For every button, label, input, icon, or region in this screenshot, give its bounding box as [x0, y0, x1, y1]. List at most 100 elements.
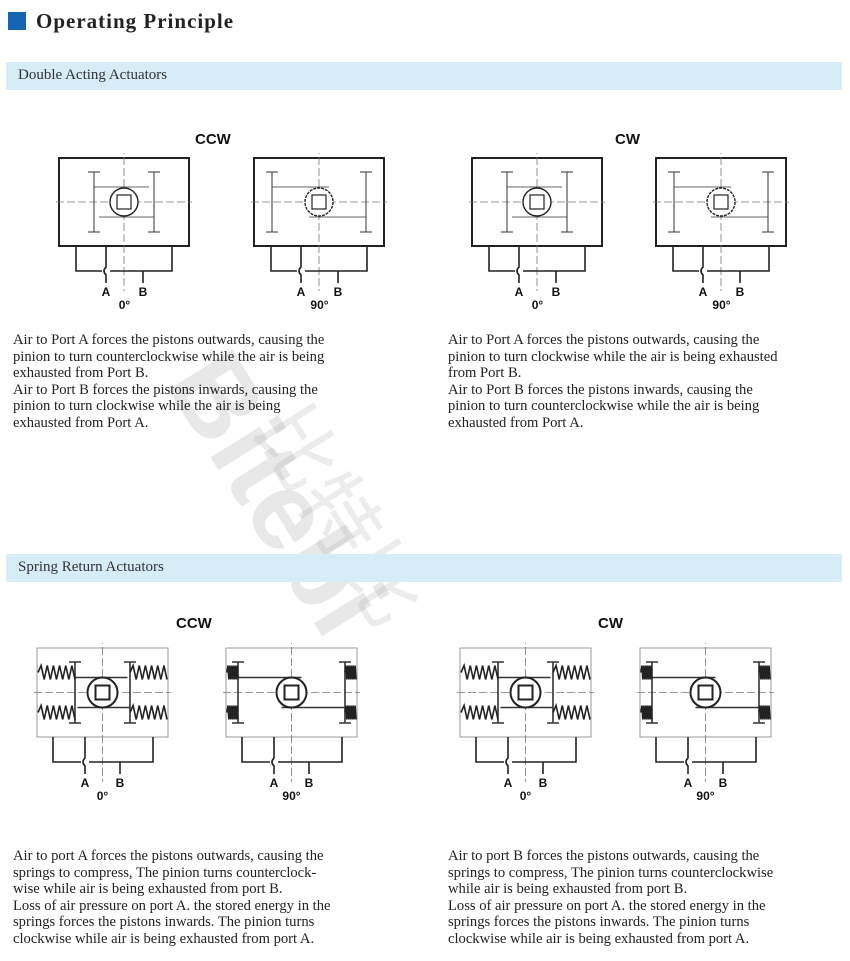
port-b-label: B [139, 285, 148, 299]
piston [88, 171, 100, 233]
port-a-line [516, 246, 520, 283]
spring [129, 662, 168, 680]
text-line: wise while air is being exhausted from p… [13, 881, 283, 898]
pinion-shaft [116, 194, 132, 210]
pinion-shaft [697, 684, 714, 701]
port-b-line [672, 246, 770, 272]
piston [148, 171, 160, 233]
piston [561, 171, 573, 233]
spring [226, 665, 239, 680]
piston [69, 661, 81, 724]
angle-label: 90° [712, 298, 730, 312]
text-line: Air to Port A forces the pistons outward… [448, 332, 760, 348]
piston [762, 171, 774, 233]
angle-label: 90° [696, 789, 714, 803]
port-a-label: A [699, 285, 708, 299]
spring [758, 665, 771, 680]
port-b-label: B [552, 285, 561, 299]
section-heading: Double Acting Actuators [18, 67, 168, 83]
text-line: Loss of air pressure on port A. the stor… [448, 897, 766, 914]
diagram-double-ccw-0: A B 0° [56, 153, 192, 312]
spring [640, 665, 653, 680]
pinion [275, 676, 308, 709]
text-line: Air to Port A forces the pistons outward… [13, 332, 325, 348]
text-line: Air to port A forces the pistons outward… [13, 848, 324, 864]
pinion [109, 187, 139, 217]
port-b-line [270, 246, 368, 272]
double-ccw-description: Air to Port A forces the pistons outward… [13, 332, 324, 432]
port-a-line [685, 737, 689, 774]
port-b-line [52, 737, 154, 763]
ccw-label: CCW [195, 131, 231, 148]
port-b-label: B [539, 776, 548, 790]
text-line: springs forces the pistons inwards. The … [13, 914, 315, 931]
pinion-shaft [311, 194, 327, 210]
port-a-label: A [297, 285, 306, 299]
text-line: exhausted from Port A. [13, 414, 149, 431]
section-header-double-acting: Double Acting Actuators [6, 62, 842, 90]
piston [492, 661, 504, 724]
port-a-line [271, 737, 275, 774]
page-title: Operating Principle [36, 9, 235, 33]
text-line: exhausted from Port B. [13, 365, 149, 382]
angle-label: 0° [520, 789, 532, 803]
spring [37, 702, 76, 720]
text-line: Air to Port B forces the pistons inwards… [448, 381, 753, 398]
text-line: pinion to turn clockwise while the air i… [448, 348, 778, 365]
port-a-line [103, 246, 107, 283]
spring [460, 662, 499, 680]
spring [640, 705, 653, 720]
port-a-label: A [270, 776, 279, 790]
angle-label: 0° [119, 298, 131, 312]
pinion-shaft [517, 684, 534, 701]
text-line: pinion to turn clockwise while the air i… [13, 398, 281, 415]
pinion [706, 187, 736, 217]
section-marker [8, 12, 26, 30]
spring [344, 665, 357, 680]
port-b-line [241, 737, 343, 763]
pinion-shaft [283, 684, 300, 701]
text-line: Air to Port B forces the pistons inwards… [13, 381, 318, 398]
pinion-shaft [713, 194, 729, 210]
pinion-shaft [529, 194, 545, 210]
spring [552, 702, 591, 720]
port-a-line [298, 246, 302, 283]
pinion [509, 676, 542, 709]
diagram-double-cw-90: A B 90° [653, 153, 789, 312]
text-line: from Port B. [448, 365, 522, 382]
text-line: exhausted from Port A. [448, 414, 584, 431]
spring [758, 705, 771, 720]
port-a-label: A [102, 285, 111, 299]
cw-label: CW [598, 615, 623, 632]
spring [552, 662, 591, 680]
text-line: Air to port B forces the pistons outward… [448, 848, 760, 864]
port-b-line [488, 246, 586, 272]
port-b-label: B [334, 285, 343, 299]
text-line: springs to compress, The pinion turns co… [13, 864, 317, 881]
spring [129, 702, 168, 720]
text-line: pinion to turn counterclockwise while th… [448, 398, 760, 415]
pinion [304, 187, 334, 217]
port-a-label: A [81, 776, 90, 790]
section-heading: Spring Return Actuators [18, 559, 164, 575]
section-header-spring-return: Spring Return Actuators [6, 554, 842, 582]
pinion [86, 676, 119, 709]
port-b-label: B [305, 776, 314, 790]
double-cw-description: Air to Port A forces the pistons outward… [448, 332, 778, 432]
port-a-label: A [515, 285, 524, 299]
piston [360, 171, 372, 233]
pinion [522, 187, 552, 217]
port-a-line [505, 737, 509, 774]
port-b-line [475, 737, 577, 763]
port-b-line [75, 246, 173, 272]
port-b-label: B [736, 285, 745, 299]
angle-label: 0° [97, 789, 109, 803]
spring [460, 702, 499, 720]
text-line: springs forces the pistons inwards. The … [448, 914, 750, 931]
